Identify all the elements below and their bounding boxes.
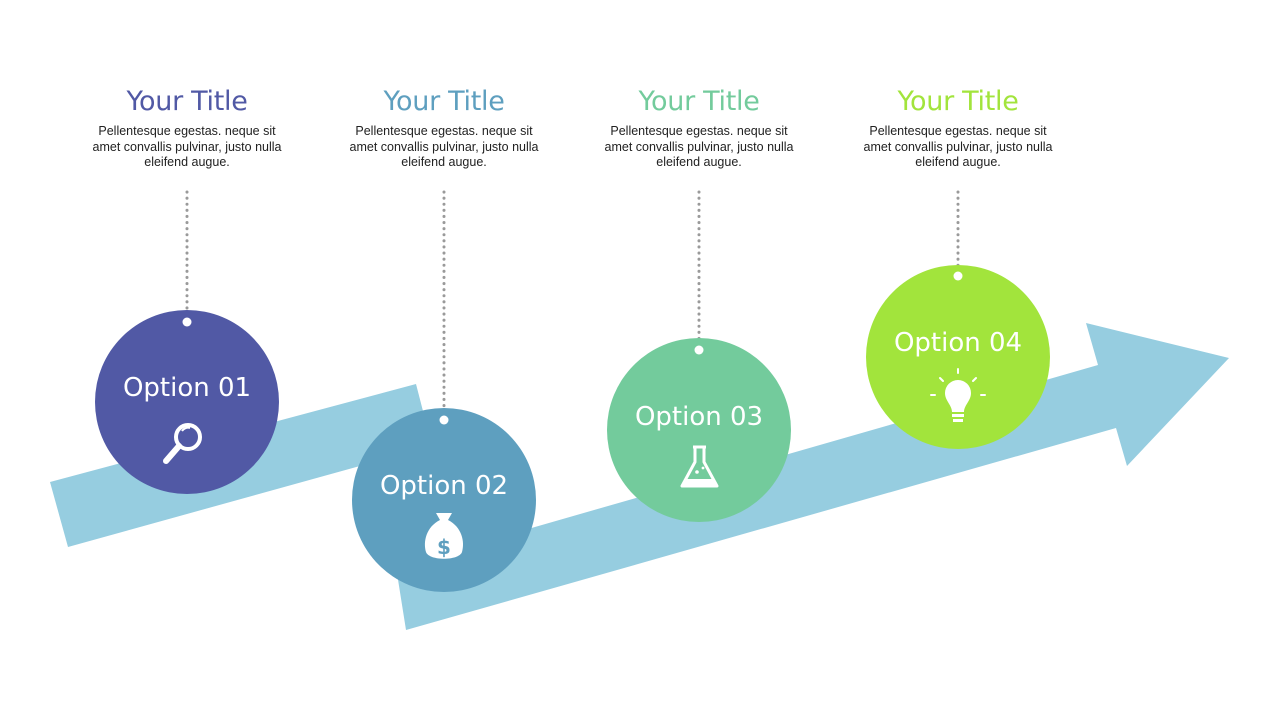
step-description-01: Pellentesque egestas. neque sit amet con… bbox=[92, 124, 282, 169]
step-circle-03: Option 03 bbox=[607, 338, 791, 522]
flask-icon bbox=[680, 445, 719, 488]
option-label-03: Option 03 bbox=[635, 402, 763, 432]
step-description-04: Pellentesque egestas. neque sit amet con… bbox=[863, 124, 1053, 169]
hanger-dot-03 bbox=[694, 345, 704, 355]
option-label-01: Option 01 bbox=[123, 373, 251, 403]
step-circle-02: Option 02 $ bbox=[352, 408, 536, 592]
money-bag-icon: $ bbox=[424, 513, 464, 559]
step-circle-01: Option 01 bbox=[95, 310, 279, 494]
hanger-dot-01 bbox=[182, 317, 192, 327]
step-title-04: Your Title bbox=[897, 86, 1019, 117]
lightbulb-icon bbox=[930, 368, 986, 422]
step-title-01: Your Title bbox=[126, 86, 248, 117]
step-description-02: Pellentesque egestas. neque sit amet con… bbox=[349, 124, 539, 169]
step-description-03: Pellentesque egestas. neque sit amet con… bbox=[604, 124, 794, 169]
svg-text:$: $ bbox=[437, 535, 451, 559]
step-circle-04: Option 04 bbox=[866, 265, 1050, 449]
magnifier-icon bbox=[163, 423, 202, 464]
hanger-dot-02 bbox=[439, 415, 449, 425]
hanger-dot-04 bbox=[953, 271, 963, 281]
step-title-02: Your Title bbox=[383, 86, 505, 117]
option-label-04: Option 04 bbox=[894, 328, 1022, 358]
option-label-02: Option 02 bbox=[380, 471, 508, 501]
step-title-03: Your Title bbox=[638, 86, 760, 117]
